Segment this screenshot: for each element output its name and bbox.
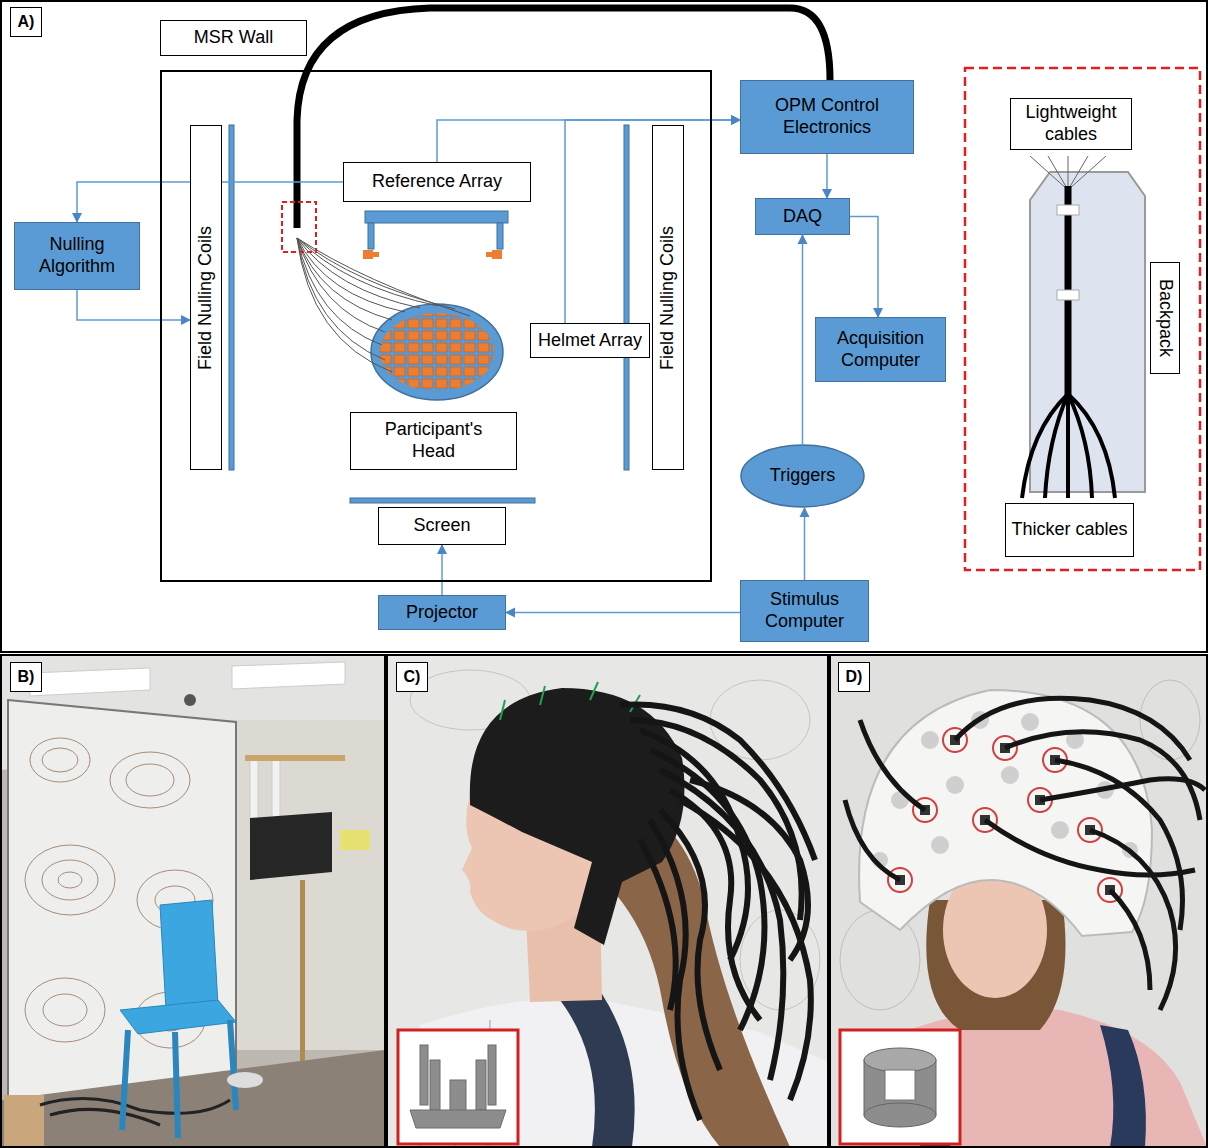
node-label: Field Nulling Coils [657,225,679,369]
signal-connector [441,545,443,595]
coil-bar [229,125,234,470]
signal-connector [802,235,804,444]
reference-bracket [363,211,508,259]
backpack-drawing [1022,156,1145,498]
cap-photo [387,655,828,1147]
panel-frame [1,1,1207,652]
signal-connector [437,120,740,162]
trigger-ellipse: Triggers [740,444,865,508]
node-label: OPM Control Electronics [745,95,909,138]
node-label: Nulling Algorithm [19,234,135,277]
node-label: Field Nulling Coils [195,225,217,369]
node-label: DAQ [783,206,822,228]
signal-connector [826,154,828,198]
node-label: Screen [413,515,470,537]
coil-bar [624,125,629,470]
node-label: Acquisition Computer [820,328,941,371]
process-box: Nulling Algorithm [14,222,140,290]
node-label: Participant's Head [371,419,496,462]
head-box: Participant's Head [350,412,517,470]
array-box: Reference Array [343,162,531,202]
coil-box: Field Nulling Coils [652,125,684,470]
signal-connector [506,612,740,614]
node-label: Thicker cables [1011,519,1127,541]
inset-label-box: Thicker cables [1005,503,1134,557]
node-label: Projector [406,602,478,624]
process-box: Acquisition Computer [815,317,946,382]
node-label: Reference Array [372,171,502,193]
node-label: Backpack [1154,279,1176,357]
node-label: Triggers [770,465,835,487]
room-photo [1,655,385,1147]
panel-label: B) [10,662,42,692]
process-box: Stimulus Computer [740,580,869,642]
node-label: Lightweight cables [1015,102,1127,145]
array-box: Helmet Array [530,323,650,358]
thin-cables [297,238,470,372]
panel-label: C) [396,662,428,692]
panel-label: D) [838,662,870,692]
room-heading: MSR Wall [160,20,307,56]
helmet-photo [830,655,1207,1147]
panel-label: A) [10,7,42,37]
node-label: Helmet Array [538,330,642,352]
msr-enclosure: MSR WallField Nulling CoilsReference Arr… [160,70,712,582]
helmet-array-drawing [371,304,503,400]
coil-box: Field Nulling Coils [190,125,222,470]
inset-label-box: Lightweight cables [1010,98,1132,150]
process-box: OPM Control Electronics [740,80,914,154]
node-label: Stimulus Computer [745,589,864,632]
process-box: DAQ [755,198,850,235]
screen-bar [350,498,535,503]
signal-connector [850,217,878,318]
process-box: Projector [378,595,506,630]
screen-box: Screen [378,507,506,545]
signal-connector [77,290,190,320]
signal-connector [804,508,806,580]
inset-label-box: Backpack [1150,262,1180,374]
callout-box [282,202,316,252]
inset-frame [965,68,1200,570]
